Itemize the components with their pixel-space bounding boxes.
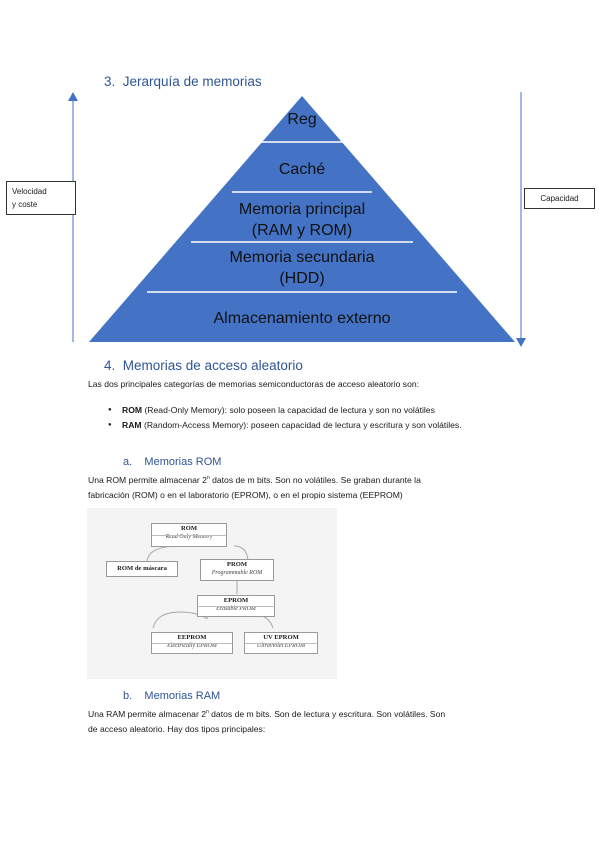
speed-label-line1: Velocidad (12, 187, 47, 196)
subsection-b-line1: Una RAM permite almacenar 2n datos de m … (88, 708, 446, 719)
rom-term: ROM (122, 405, 143, 415)
ram-term: RAM (122, 420, 142, 430)
capacity-label-text: Capacidad (540, 194, 579, 203)
speed-label-line2: y coste (12, 200, 38, 209)
subsection-b-title: Memorias RAM (144, 690, 221, 702)
capacity-arrow (516, 92, 526, 347)
mask-rom-node: ROM de máscara (106, 561, 178, 577)
section-4-number: 4. (104, 358, 116, 373)
capacity-label: Capacidad (524, 188, 595, 209)
ram-desc: (Random-Access Memory): poseen capacidad… (141, 420, 462, 430)
pyramid-level-reg: Reg (287, 111, 316, 128)
memory-pyramid: Reg Caché Memoria principal (RAM y ROM) … (89, 96, 515, 342)
pyramid-level-secondary-2: (HDD) (279, 270, 324, 287)
subsection-a-line1: Una ROM permite almacenar 2n datos de m … (88, 474, 421, 485)
list-item-rom: ROM (Read-Only Memory): solo poseen la c… (108, 404, 508, 417)
section-4-title: Memorias de acceso aleatorio (122, 358, 303, 373)
pyramid-level-cache: Caché (279, 161, 325, 178)
memory-types-list: ROM (Read-Only Memory): solo poseen la c… (108, 404, 508, 434)
subsection-a-title: Memorias ROM (144, 456, 222, 468)
speed-cost-arrow (68, 92, 78, 342)
section-4-heading: 4. Memorias de acceso aleatorio (104, 358, 303, 373)
subsection-b-heading: b. Memorias RAM (123, 690, 220, 702)
pyramid-shape (89, 96, 515, 342)
list-item-ram: RAM (Random-Access Memory): poseen capac… (108, 419, 508, 432)
pyramid-level-external: Almacenamiento externo (214, 310, 391, 327)
subsection-a-paragraph: Una ROM permite almacenar 2n datos de m … (88, 471, 528, 503)
subsection-a-heading: a. Memorias ROM (123, 456, 221, 468)
subsection-b-letter: b. (123, 690, 133, 702)
pyramid-level-main-1: Memoria principal (239, 201, 365, 218)
subsection-a-letter: a. (123, 456, 133, 468)
subsection-b-paragraph: Una RAM permite almacenar 2n datos de m … (88, 705, 528, 737)
pyramid-level-main-2: (RAM y ROM) (252, 222, 352, 239)
section-3-title: Jerarquía de memorias (122, 74, 262, 89)
speed-cost-label: Velocidad y coste (6, 181, 76, 215)
pyramid-level-secondary-1: Memoria secundaria (230, 249, 375, 266)
rom-desc: (Read-Only Memory): solo poseen la capac… (142, 405, 435, 415)
section-3-heading: 3. Jerarquía de memorias (104, 74, 262, 89)
subsection-b-line2: de acceso aleatorio. Hay dos tipos princ… (88, 723, 266, 734)
section-4-intro: Las dos principales categorías de memori… (88, 379, 420, 389)
subsection-a-line2: fabricación (ROM) o en el laboratorio (E… (88, 489, 403, 500)
section-3-number: 3. (104, 74, 116, 89)
